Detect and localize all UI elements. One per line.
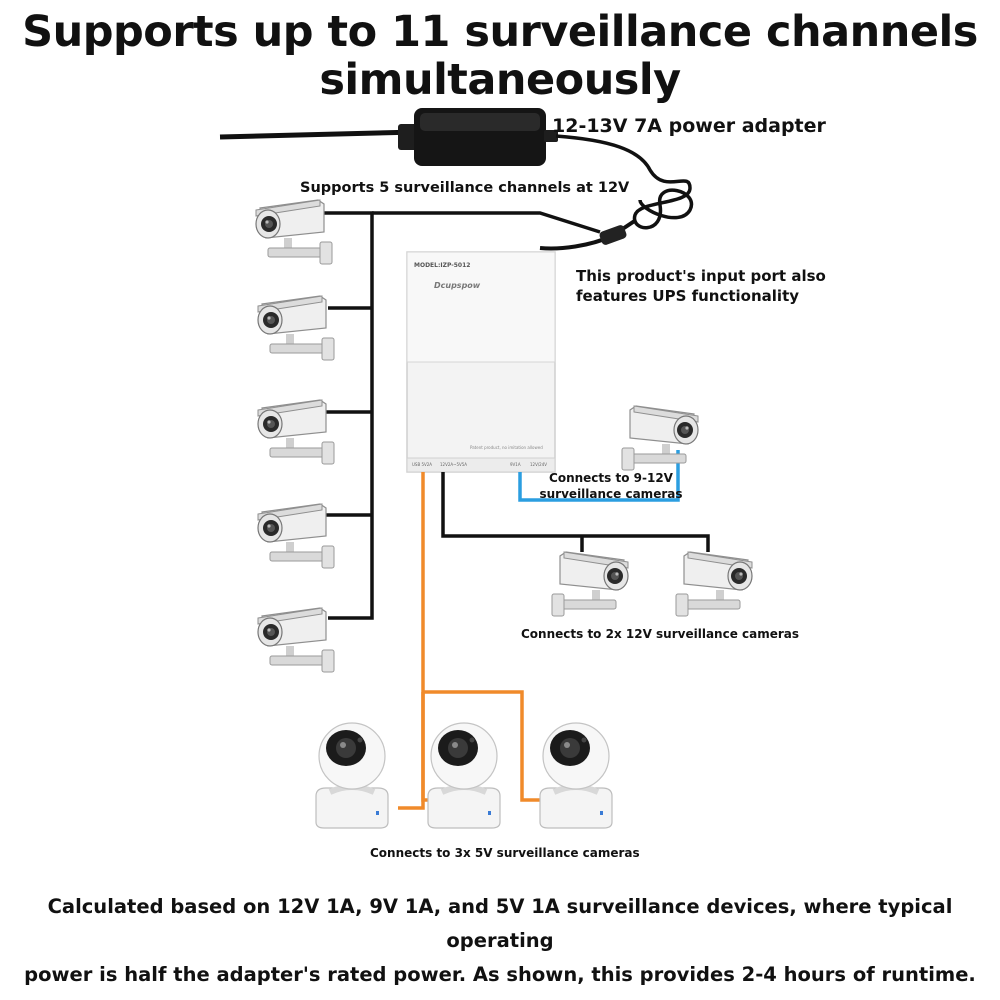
dome-camera-1 [316,723,388,828]
cams-2x-12v-label: Connects to 2x 12V surveillance cameras [521,627,800,641]
device-model: MODEL:IZP-5012 [414,262,471,269]
device-port-12v: 12V2A~5V5A [440,462,468,467]
bullet-camera-1 [255,199,333,265]
dome-camera-3 [540,723,612,828]
page-title: Supports up to 11 surveillance channels … [22,7,978,105]
footer-line-1: Calculated based on 12V 1A, 9V 1A, and 5… [47,895,953,952]
footer-line-2: power is half the adapter's rated power.… [24,963,976,986]
ups-label: This product's input port also features … [576,267,826,305]
bullet-camera-4 [257,503,335,569]
five-channels-label: Supports 5 surveillance channels at 12V [300,180,630,196]
power-adapter [398,108,558,166]
cams-9-12v-label: Connects to 9-12V surveillance cameras [539,471,683,501]
device-brand: Dcupspow [434,281,481,290]
adapter-label: 12-13V 7A power adapter [552,115,826,137]
device-port-9v: 9V1A [510,462,521,467]
bullet-camera-12v-a [552,552,628,616]
bullet-camera-9-12v [622,406,698,470]
bullet-camera-5 [257,607,335,673]
device-port-5v: USB 5V2A [412,462,433,467]
ups-device [406,251,556,473]
device-note: Patent product, no imitation allowed [470,445,543,450]
dome-camera-2 [428,723,500,828]
bullet-camera-2 [257,295,335,361]
bullet-camera-3 [257,399,335,465]
bullet-camera-12v-b [676,552,752,616]
device-port-12v-right: 12V/24V [530,462,547,467]
cams-3x-5v-label: Connects to 3x 5V surveillance cameras [370,846,640,860]
footer-note: Calculated based on 12V 1A, 9V 1A, and 5… [0,890,1000,992]
